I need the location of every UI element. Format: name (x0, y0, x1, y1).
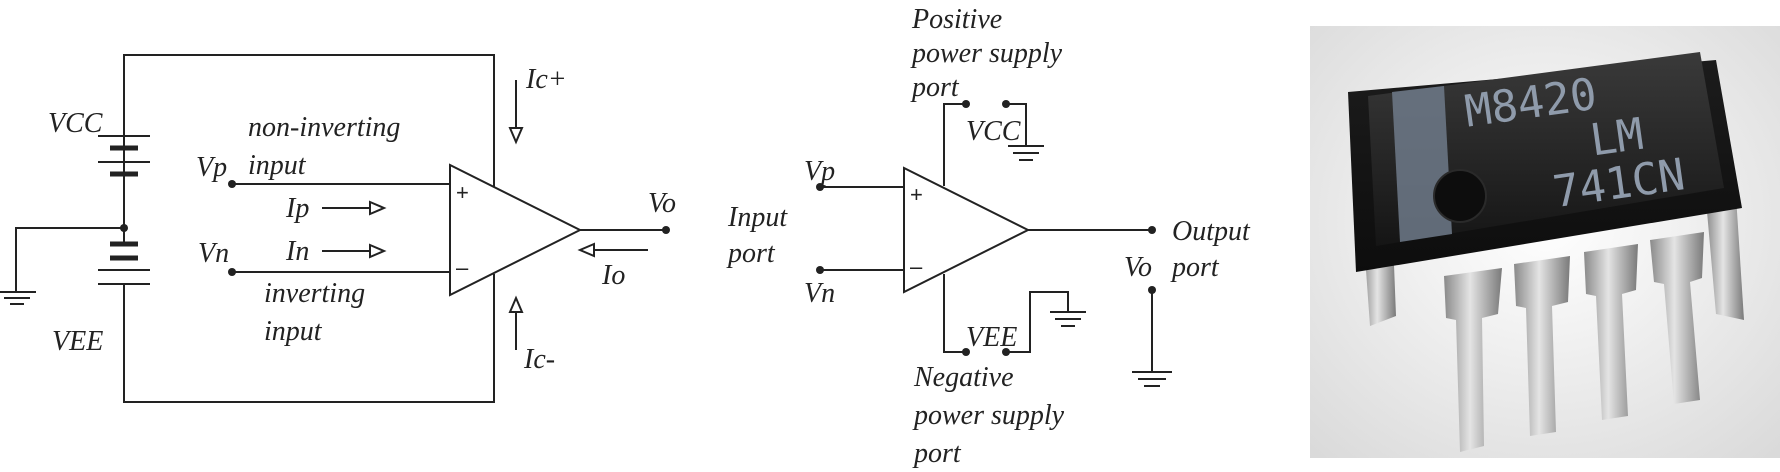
vcc-label: VCC (48, 108, 103, 139)
vcc-label-middle: VCC (966, 116, 1021, 147)
middle-symbol: + – (726, 4, 1251, 469)
vcc-ground-symbol (1008, 145, 1044, 161)
in-arrow (322, 243, 387, 259)
chip-pin-back-2 (1706, 196, 1744, 320)
io-label: Io (601, 260, 625, 291)
input-port-label-1: Input (727, 202, 788, 233)
opamp-triangle-left (449, 163, 583, 297)
vo-ground-symbol (1132, 371, 1172, 387)
chip-pin-front-1 (1444, 268, 1502, 452)
negative-port-label-1: Negative (913, 362, 1014, 393)
ic-minus-label: Ic- (523, 344, 555, 375)
output-port-label-1: Output (1172, 216, 1251, 247)
positive-port-label-2: power supply (910, 38, 1063, 69)
chip-pin-front-2 (1514, 256, 1570, 436)
chip-pin-front-4 (1650, 232, 1704, 404)
chip-photo: M8420 LM 741CN (1310, 26, 1780, 458)
chip-marking-2: LM (1587, 109, 1647, 167)
io-arrow (577, 242, 648, 258)
vn-label: Vn (198, 238, 229, 269)
vo-label: Vo (648, 188, 676, 219)
chip-pins-front (1444, 232, 1704, 452)
vo-label-middle: Vo (1124, 252, 1152, 283)
plus-sign-middle: + (910, 182, 923, 207)
vp-label-middle: Vp (804, 156, 835, 187)
vee-label: VEE (52, 326, 103, 357)
vee-label-middle: VEE (966, 322, 1017, 353)
chip-grey-band (1392, 86, 1452, 242)
inverting-label-1: inverting (264, 278, 365, 309)
ic-minus-arrow (508, 295, 524, 350)
bottom-supply-wire (123, 290, 495, 403)
ground-wire (15, 227, 124, 292)
ic-plus-arrow (508, 80, 524, 145)
in-label: In (285, 236, 309, 267)
minus-sign: – (456, 255, 469, 280)
pin1-dimple (1433, 169, 1487, 223)
inverting-label-2: input (264, 316, 323, 347)
negative-port-label-3: port (912, 438, 962, 469)
input-port-label-2: port (726, 238, 776, 269)
vp-label: Vp (196, 152, 227, 183)
non-inverting-label-1: non-inverting (248, 112, 400, 143)
vn-label-middle: Vn (804, 278, 835, 309)
vcc-battery (98, 118, 150, 198)
ground-symbol (0, 291, 36, 305)
vee-ground-symbol (1050, 311, 1086, 327)
chip-pin-front-3 (1584, 244, 1638, 420)
opamp-triangle-middle (903, 166, 1031, 294)
output-port-label-2: port (1170, 252, 1220, 283)
ip-arrow (322, 200, 387, 216)
vee-battery (98, 241, 150, 290)
non-inverting-label-2: input (248, 150, 307, 181)
left-circuit: + – VCC VEE (0, 54, 676, 403)
positive-port-label-3: port (910, 72, 960, 103)
ip-label: Ip (285, 193, 309, 224)
positive-port-label-1: Positive (911, 4, 1002, 35)
plus-sign: + (456, 180, 469, 205)
negative-port-label-2: power supply (912, 400, 1065, 431)
ic-plus-label: Ic+ (525, 64, 567, 95)
minus-sign-middle: – (910, 254, 923, 279)
